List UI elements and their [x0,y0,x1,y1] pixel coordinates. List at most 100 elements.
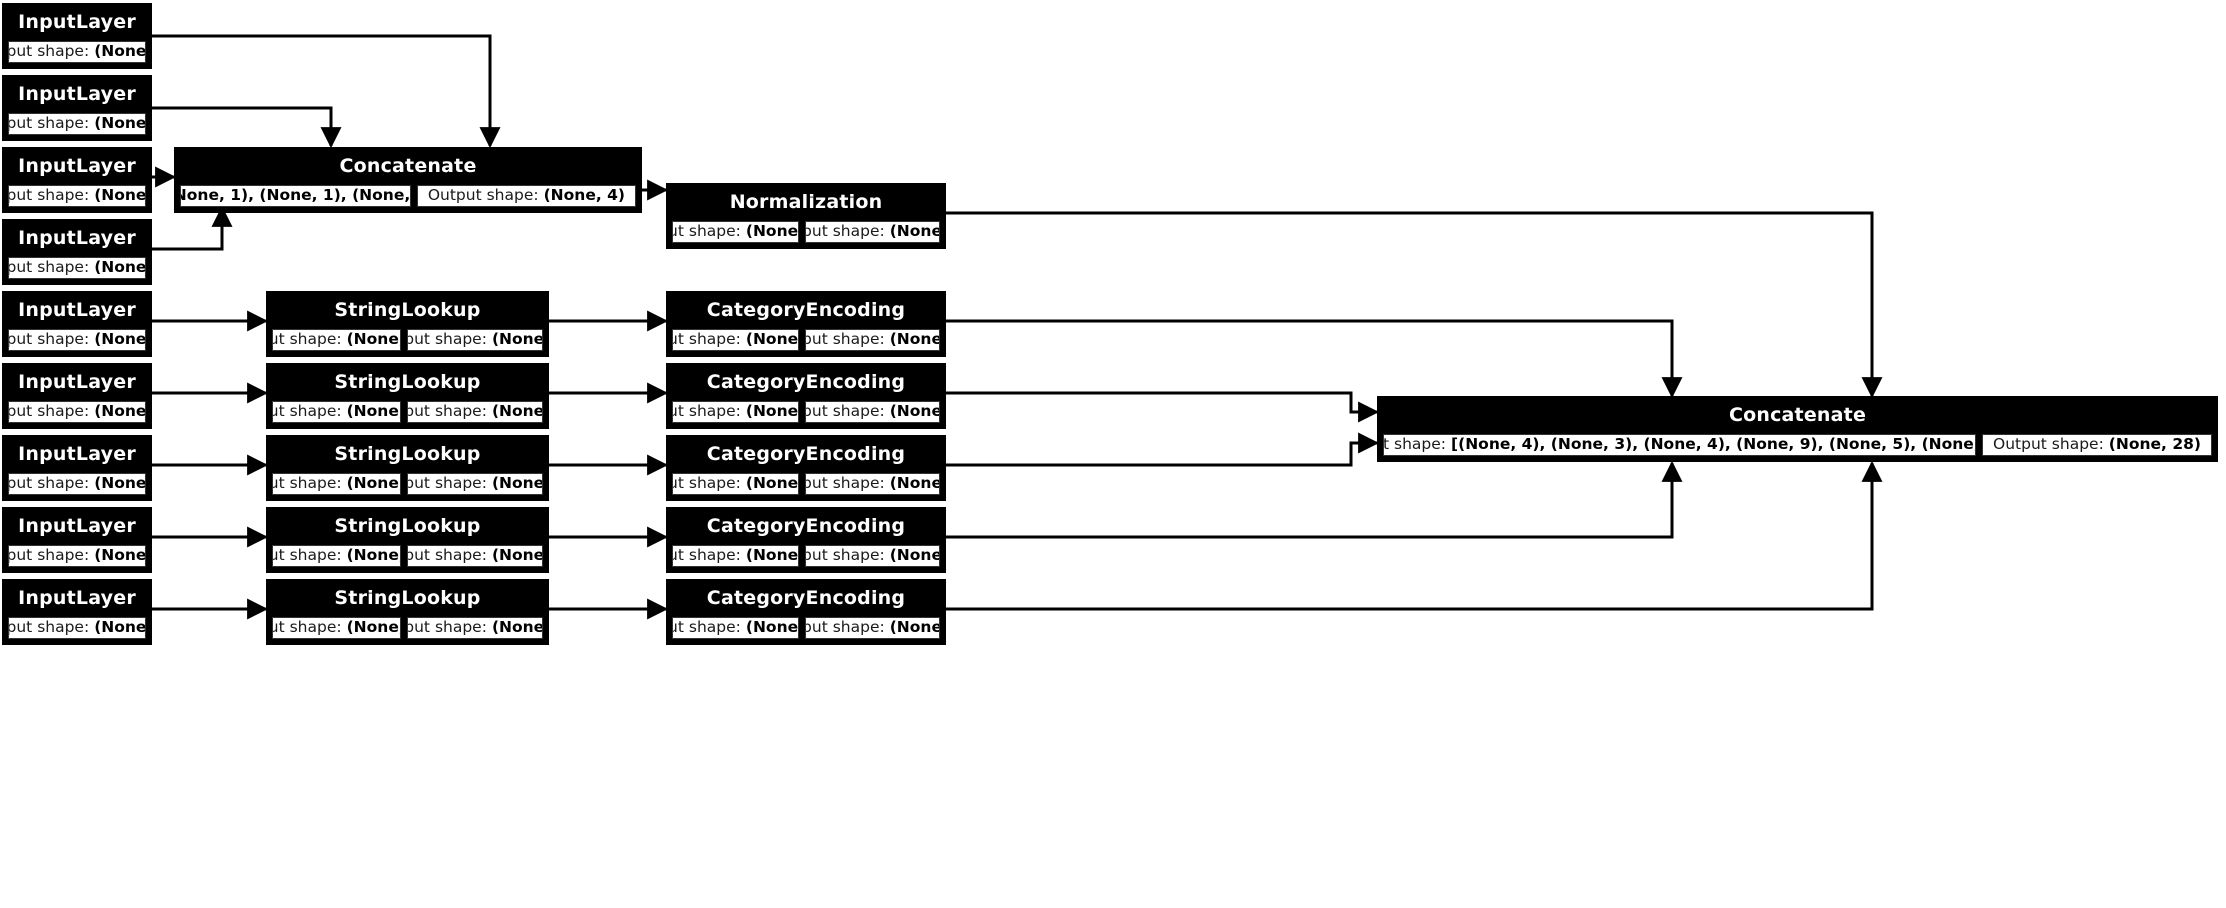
node-title: CategoryEncoding [669,366,943,398]
output-shape-cell: Output shape:(None, 1) [406,545,543,567]
node-body: Input shape:(None, 4) Output shape:(None… [669,218,943,246]
output-shape-label: Output shape: [8,402,90,421]
output-shape-value: (None, 1) [94,546,146,565]
output-shape-cell: Output shape:(None, 1) [8,473,146,495]
input-shape-label: Input shape: [673,222,741,241]
input-shape-value: (None, 1) [745,618,800,637]
node-title: InputLayer [5,366,149,398]
node-category-encoding-3[interactable]: CategoryEncoding Input shape:(None, 1) O… [666,435,946,501]
edge-encode2-concat2 [946,391,1380,423]
output-shape-label: Output shape: [406,546,487,565]
output-shape-value: (None, 28) [2108,435,2201,454]
node-input-layer-8[interactable]: InputLayer Output shape:(None, 1) [2,507,152,573]
output-shape-label: Output shape: [8,618,90,637]
node-title: InputLayer [5,150,149,182]
output-shape-cell: Output shape:(None, 9) [805,473,940,495]
output-shape-cell: Output shape:(None, 5) [805,545,940,567]
node-title: InputLayer [5,6,149,38]
node-title: Concatenate [177,150,639,182]
output-shape-cell: Output shape:(None, 1) [8,41,146,63]
output-shape-cell: Output shape:(None, 3) [805,617,940,639]
node-string-lookup-2[interactable]: StringLookup Input shape:(None, 1) Outpu… [266,363,549,429]
node-string-lookup-1[interactable]: StringLookup Input shape:(None, 1) Outpu… [266,291,549,357]
output-shape-label: Output shape: [406,618,487,637]
output-shape-cell: Output shape:(None, 1) [8,401,146,423]
node-input-layer-5[interactable]: InputLayer Output shape:(None, 1) [2,291,152,357]
edge-encode4-concat2 [946,460,1683,539]
input-shape-label: Input shape: [673,330,741,349]
input-shape-value: (None, 1) [346,402,401,421]
node-title: InputLayer [5,438,149,470]
node-input-layer-4[interactable]: InputLayer Output shape:(None, 1) [2,219,152,285]
edge-input1-concat1 [150,34,501,149]
output-shape-value: (None, 1) [491,474,542,493]
node-body: Input shape:(None, 1) Output shape:(None… [669,326,943,354]
input-shape-value: (None, 1) [346,330,401,349]
node-title: StringLookup [269,438,546,470]
node-input-layer-1[interactable]: InputLayer Output shape:(None, 1) [2,3,152,69]
output-shape-label: Output shape: [806,618,885,637]
node-body: Input shape:(None, 1) Output shape:(None… [269,326,546,354]
node-category-encoding-2[interactable]: CategoryEncoding Input shape:(None, 1) O… [666,363,946,429]
input-shape-cell: Input shape:(None, 1) [672,473,800,495]
node-title: InputLayer [5,510,149,542]
output-shape-value: (None, 1) [491,402,542,421]
node-body: Input shape:[(None, 1), (None, 1), (None… [177,182,639,210]
node-body: Input shape:(None, 1) Output shape:(None… [669,614,943,642]
output-shape-value: (None, 1) [94,186,146,205]
output-shape-cell: Output shape:(None, 1) [8,185,146,207]
node-title: StringLookup [269,366,546,398]
input-shape-cell: Input shape:(None, 4) [672,221,800,243]
input-shape-label: Input shape: [273,546,342,565]
node-title: InputLayer [5,582,149,614]
node-title: CategoryEncoding [669,510,943,542]
input-shape-cell: Input shape:(None, 1) [272,329,401,351]
output-shape-label: Output shape: [806,402,885,421]
output-shape-cell: Output shape:(None, 1) [8,113,146,135]
node-category-encoding-1[interactable]: CategoryEncoding Input shape:(None, 1) O… [666,291,946,357]
node-title: InputLayer [5,222,149,254]
node-string-lookup-4[interactable]: StringLookup Input shape:(None, 1) Outpu… [266,507,549,573]
output-shape-value: (None, 4) [889,402,939,421]
node-input-layer-2[interactable]: InputLayer Output shape:(None, 1) [2,75,152,141]
output-shape-label: Output shape: [8,186,90,205]
input-shape-cell: Input shape:(None, 1) [272,545,401,567]
output-shape-cell: Output shape:(None, 28) [1982,434,2212,456]
node-body: Output shape:(None, 1) [5,254,149,282]
node-input-layer-7[interactable]: InputLayer Output shape:(None, 1) [2,435,152,501]
node-body: Input shape:[(None, 4), (None, 3), (None… [1380,431,2215,459]
input-shape-cell: Input shape:(None, 1) [272,473,401,495]
node-normalization[interactable]: Normalization Input shape:(None, 4) Outp… [666,183,946,249]
node-category-encoding-5[interactable]: CategoryEncoding Input shape:(None, 1) O… [666,579,946,645]
output-shape-value: (None, 1) [94,330,146,349]
node-title: StringLookup [269,510,546,542]
node-input-layer-3[interactable]: InputLayer Output shape:(None, 1) [2,147,152,213]
output-shape-value: (None, 1) [94,114,146,133]
output-shape-label: Output shape: [1993,435,2104,454]
output-shape-cell: Output shape:(None, 1) [8,329,146,351]
input-shape-cell: Input shape:[(None, 4), (None, 3), (None… [1383,434,1977,456]
edge-input2-concat1 [150,106,342,149]
output-shape-label: Output shape: [8,474,90,493]
input-shape-cell: Input shape:[(None, 1), (None, 1), (None… [180,185,411,207]
node-string-lookup-3[interactable]: StringLookup Input shape:(None, 1) Outpu… [266,435,549,501]
output-shape-cell: Output shape:(None, 1) [406,401,543,423]
output-shape-cell: Output shape:(None, 1) [406,473,543,495]
node-title: CategoryEncoding [669,294,943,326]
node-body: Input shape:(None, 1) Output shape:(None… [269,470,546,498]
output-shape-value: (None, 4) [543,186,625,205]
node-input-layer-6[interactable]: InputLayer Output shape:(None, 1) [2,363,152,429]
node-concatenate-1[interactable]: Concatenate Input shape:[(None, 1), (Non… [174,147,642,213]
output-shape-label: Output shape: [406,474,487,493]
node-concatenate-2[interactable]: Concatenate Input shape:[(None, 4), (Non… [1377,396,2218,462]
output-shape-cell: Output shape:(None, 1) [406,617,543,639]
node-category-encoding-4[interactable]: CategoryEncoding Input shape:(None, 1) O… [666,507,946,573]
input-shape-value: (None, 1) [745,474,800,493]
node-input-layer-9[interactable]: InputLayer Output shape:(None, 1) [2,579,152,645]
output-shape-cell: Output shape:(None, 3) [805,329,940,351]
node-body: Output shape:(None, 1) [5,398,149,426]
output-shape-label: Output shape: [8,114,90,133]
node-string-lookup-5[interactable]: StringLookup Input shape:(None, 1) Outpu… [266,579,549,645]
output-shape-value: (None, 9) [889,474,939,493]
output-shape-cell: Output shape:(None, 1) [8,617,146,639]
